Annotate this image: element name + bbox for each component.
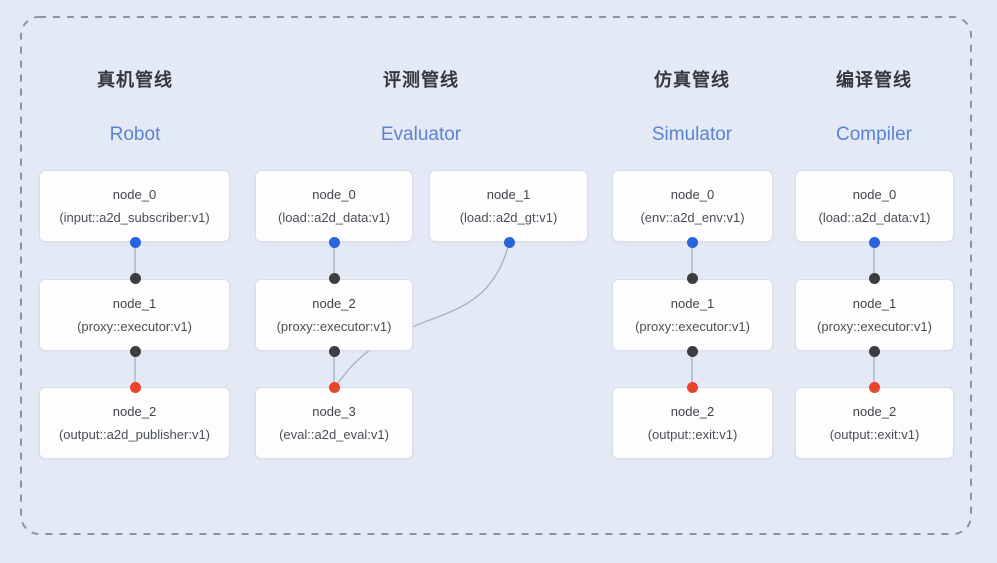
node-subtitle: (load::a2d_gt:v1) xyxy=(459,210,558,225)
node-title: node_3 xyxy=(312,404,356,419)
node-subtitle: (output::exit:v1) xyxy=(829,427,920,442)
node-title: node_1 xyxy=(852,296,897,311)
node-subtitle: (output::exit:v1) xyxy=(647,427,738,442)
simulator-node1-output-port[interactable] xyxy=(686,345,698,357)
node-card-evaluator-node0[interactable]: node_0 (load::a2d_data:v1) xyxy=(255,170,413,242)
compiler-node1-input-port[interactable] xyxy=(868,272,880,284)
evaluator-node2-output-port[interactable] xyxy=(328,345,340,357)
compiler-node1-output-port[interactable] xyxy=(868,345,880,357)
evaluator-node2-input-port[interactable] xyxy=(328,272,340,284)
node-title: node_2 xyxy=(112,404,157,419)
node-title: node_0 xyxy=(852,187,897,202)
node-card-compiler-node0[interactable]: node_0 (load::a2d_data:v1) xyxy=(795,170,954,242)
robot-en-title: Robot xyxy=(109,124,161,145)
robot-node1-input-port[interactable] xyxy=(129,272,141,284)
compiler-node0-output-port[interactable] xyxy=(868,236,880,248)
node-subtitle: (env::a2d_env:v1) xyxy=(640,210,745,225)
simulator-node0-output-port[interactable] xyxy=(686,236,698,248)
node-card-compiler-node2[interactable]: node_2 (output::exit:v1) xyxy=(795,387,954,459)
robot-node0-output-port[interactable] xyxy=(129,236,141,248)
evaluator-node0-output-port[interactable] xyxy=(328,236,340,248)
robot-node1-output-port[interactable] xyxy=(129,345,141,357)
node-card-simulator-node1[interactable]: node_1 (proxy::executor:v1) xyxy=(612,279,773,351)
node-title: node_0 xyxy=(312,187,356,202)
node-subtitle: (output::a2d_publisher:v1) xyxy=(58,427,211,442)
node-title: node_2 xyxy=(670,404,715,419)
robot-node2-input-port[interactable] xyxy=(129,381,141,393)
node-subtitle: (eval::a2d_eval:v1) xyxy=(279,427,389,442)
node-title: node_2 xyxy=(852,404,897,419)
compiler-node2-input-port[interactable] xyxy=(868,381,880,393)
edge-evaluator-n1-n3 xyxy=(335,242,510,387)
node-subtitle: (proxy::executor:v1) xyxy=(276,319,392,334)
node-card-evaluator-node3[interactable]: node_3 (eval::a2d_eval:v1) xyxy=(255,387,413,459)
node-card-simulator-node2[interactable]: node_2 (output::exit:v1) xyxy=(612,387,773,459)
node-title: node_1 xyxy=(670,296,715,311)
simulator-cn-title: 仿真管线 xyxy=(654,70,730,90)
node-subtitle: (load::a2d_data:v1) xyxy=(277,210,391,225)
compiler-cn-title: 编译管线 xyxy=(836,70,912,90)
node-subtitle: (input::a2d_subscriber:v1) xyxy=(59,210,210,225)
simulator-en-title: Simulator xyxy=(651,124,733,145)
diagram-boundary xyxy=(20,16,972,535)
node-title: node_1 xyxy=(112,296,157,311)
node-card-robot-node1[interactable]: node_1 (proxy::executor:v1) xyxy=(39,279,230,351)
node-subtitle: (proxy::executor:v1) xyxy=(635,319,750,334)
evaluator-node1-output-port[interactable] xyxy=(503,236,515,248)
node-title: node_0 xyxy=(670,187,715,202)
node-card-robot-node0[interactable]: node_0 (input::a2d_subscriber:v1) xyxy=(39,170,230,242)
robot-cn-title: 真机管线 xyxy=(97,70,173,90)
simulator-node1-input-port[interactable] xyxy=(686,272,698,284)
node-subtitle: (proxy::executor:v1) xyxy=(817,319,932,334)
node-card-simulator-node0[interactable]: node_0 (env::a2d_env:v1) xyxy=(612,170,773,242)
evaluator-en-title: Evaluator xyxy=(380,124,462,145)
node-title: node_0 xyxy=(112,187,157,202)
node-subtitle: (load::a2d_data:v1) xyxy=(818,210,931,225)
node-title: node_2 xyxy=(312,296,356,311)
node-card-evaluator-node2[interactable]: node_2 (proxy::executor:v1) xyxy=(255,279,413,351)
node-card-evaluator-node1[interactable]: node_1 (load::a2d_gt:v1) xyxy=(429,170,588,242)
node-title: node_1 xyxy=(486,187,531,202)
compiler-en-title: Compiler xyxy=(835,124,913,145)
node-subtitle: (proxy::executor:v1) xyxy=(77,319,192,334)
node-card-robot-node2[interactable]: node_2 (output::a2d_publisher:v1) xyxy=(39,387,230,459)
node-card-compiler-node1[interactable]: node_1 (proxy::executor:v1) xyxy=(795,279,954,351)
evaluator-cn-title: 评测管线 xyxy=(383,70,459,90)
evaluator-node3-input-port[interactable] xyxy=(328,381,340,393)
simulator-node2-input-port[interactable] xyxy=(686,381,698,393)
